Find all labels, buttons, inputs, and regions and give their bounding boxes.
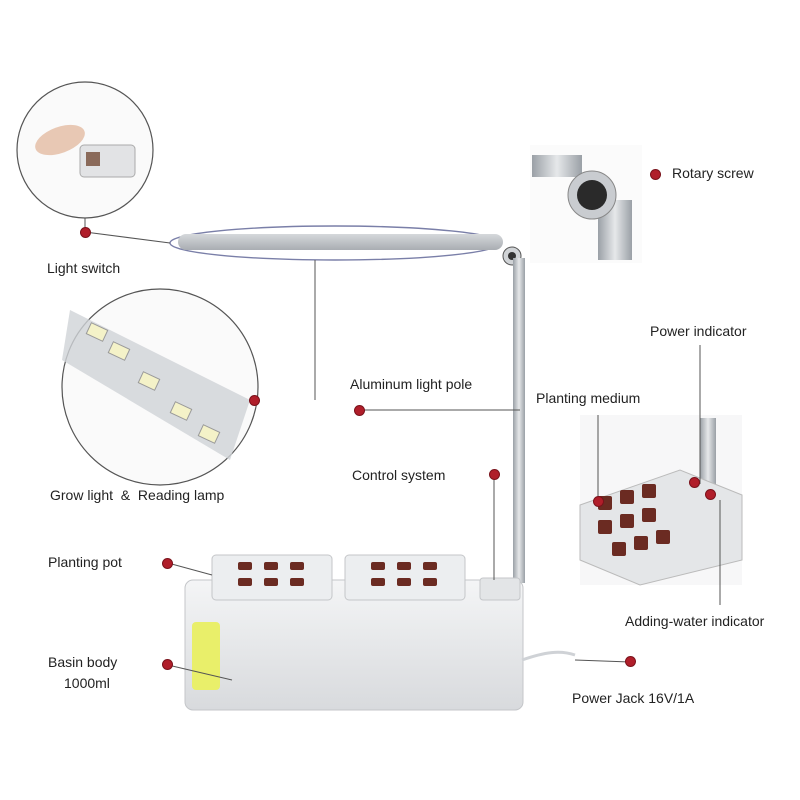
marker-rotary-screw: [651, 170, 660, 179]
label-rotary-screw: Rotary screw: [672, 165, 754, 181]
marker-aluminum-pole: [355, 406, 364, 415]
marker-planting-medium: [594, 497, 603, 506]
marker-basin-body: [163, 660, 172, 669]
marker-control-system: [490, 470, 499, 479]
label-power-indicator: Power indicator: [650, 323, 747, 339]
marker-adding-water: [706, 490, 715, 499]
marker-planting-pot: [163, 559, 172, 568]
label-basin-body: Basin body: [48, 654, 118, 670]
label-planting-pot: Planting pot: [48, 554, 122, 570]
grow-light-bar: [169, 225, 522, 266]
light-switch-zoom: [16, 81, 154, 219]
label-planting-medium: Planting medium: [536, 390, 641, 406]
label-control-system: Control system: [352, 467, 446, 483]
label-aluminum-pole: Aluminum light pole: [350, 376, 473, 392]
marker-light-switch: [81, 228, 90, 237]
label-adding-water: Adding-water indicator: [625, 613, 765, 629]
label-power-jack: Power Jack 16V/1A: [572, 690, 695, 706]
label-grow-light: Grow light & Reading lamp: [50, 487, 225, 503]
label-basin-capacity: 1000ml: [64, 675, 110, 691]
rotary-screw-zoom: [530, 145, 642, 263]
aluminum-pole: [513, 258, 525, 583]
led-strip-zoom: [61, 288, 259, 486]
label-light-switch: Light switch: [47, 260, 121, 276]
planting-medium-zoom: [579, 415, 743, 586]
planter-device: [184, 554, 524, 711]
marker-grow-light: [250, 396, 259, 405]
marker-power-jack: [626, 657, 635, 666]
marker-power-indicator: [690, 478, 699, 487]
